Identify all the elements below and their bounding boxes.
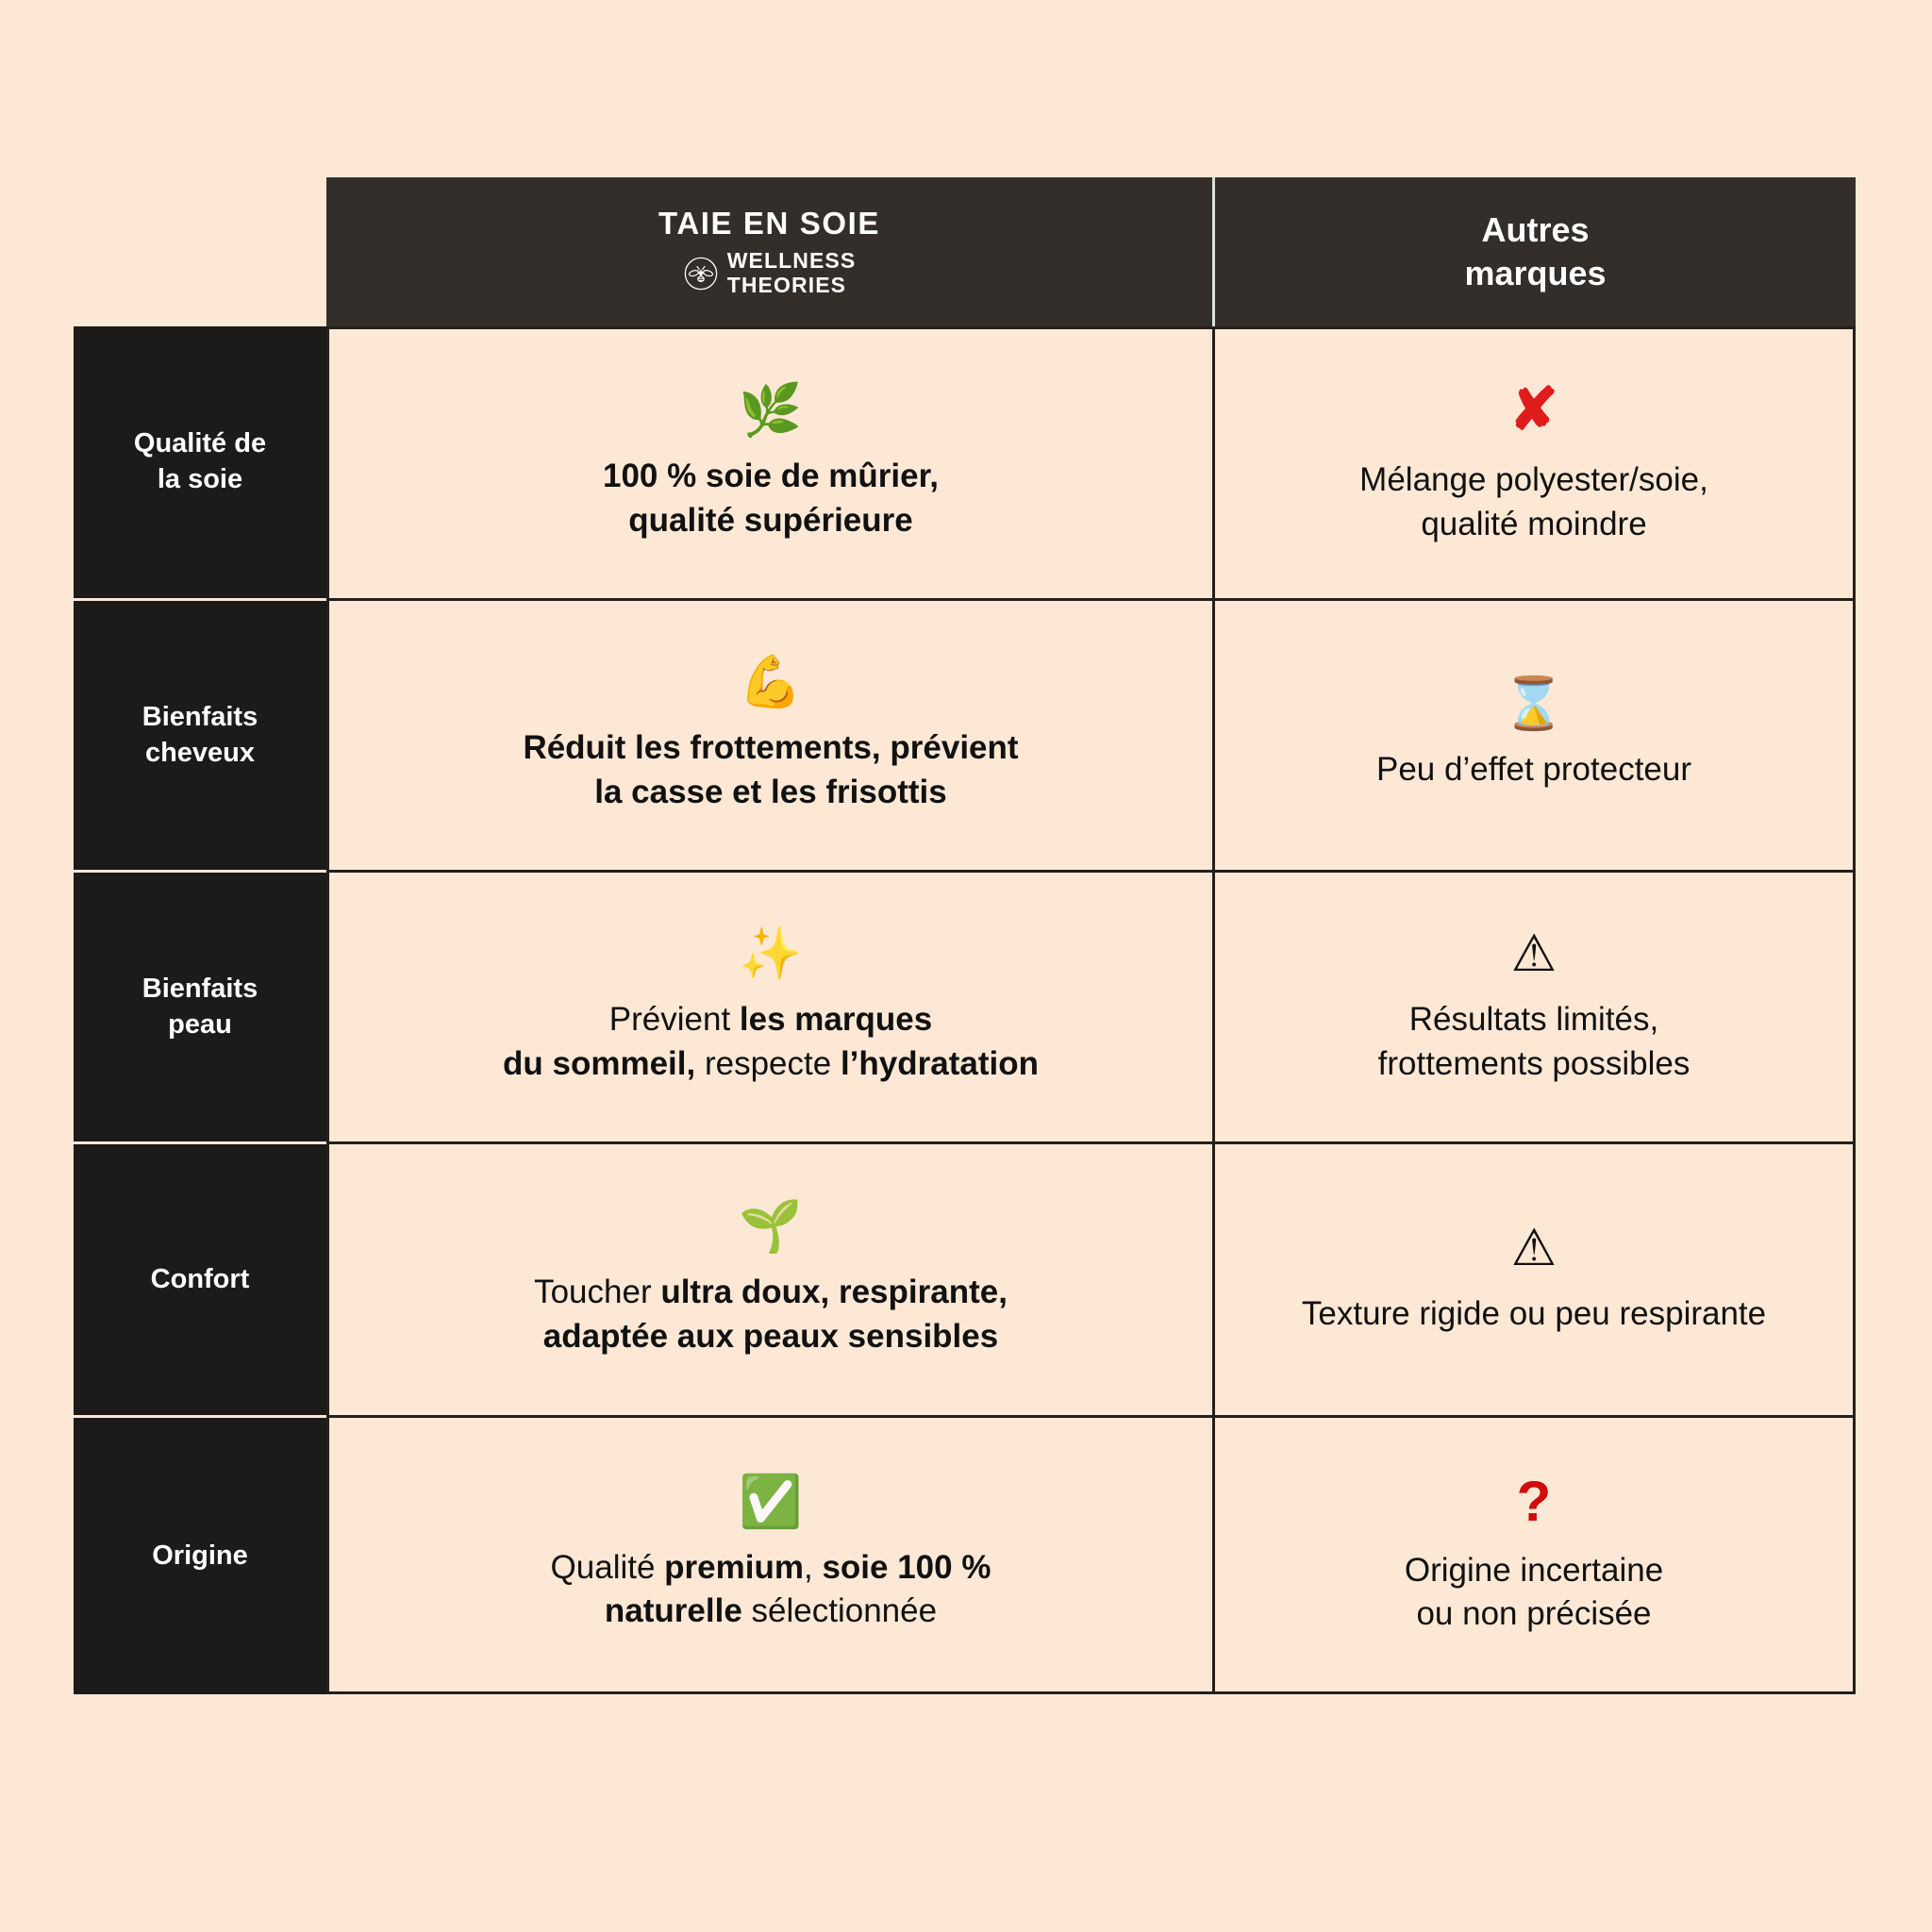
sparkles-emoji: ✨ bbox=[739, 925, 803, 983]
header-others-title: Autres marques bbox=[1464, 208, 1606, 295]
herb-leaf-emoji: 🌿 bbox=[739, 382, 803, 440]
row-label-origine: Origine bbox=[74, 1415, 326, 1694]
cell-others-text: Texture rigide ou peu respirante bbox=[1301, 1295, 1767, 1333]
comparison-table: TAIE EN SOIE WELLNESS THEORIES bbox=[74, 177, 1856, 1694]
cell-others-bienfaits-peau: ⚠ Résultats limités,frottements possible… bbox=[1215, 870, 1856, 1141]
warning-triangle-emoji: ⚠ bbox=[1510, 1220, 1557, 1277]
red-cross-mark-icon: ✘ bbox=[1509, 377, 1558, 443]
header-others-line-2: marques bbox=[1464, 254, 1607, 292]
green-check-mark-emoji: ✅ bbox=[739, 1473, 803, 1530]
cell-others-text: Résultats limités,frottements possibles bbox=[1377, 1001, 1690, 1082]
cell-ours-qualite-de-la-soie: 🌿 100 % soie de mûrier,qualité supérieur… bbox=[326, 326, 1215, 598]
row-label-confort: Confort bbox=[74, 1141, 326, 1415]
header-ours-brand: WELLNESS THEORIES bbox=[683, 247, 857, 298]
cell-others-bienfaits-cheveux: ⌛ Peu d’effet protecteur bbox=[1215, 598, 1856, 870]
header-ours-brand-text: WELLNESS THEORIES bbox=[726, 247, 857, 298]
cell-ours-confort: 🌱 Toucher ultra doux, respirante,adaptée… bbox=[326, 1141, 1215, 1415]
cell-others-qualite-de-la-soie: ✘ Mélange polyester/soie,qualité moindre bbox=[1215, 326, 1856, 598]
row-label-text: Confort bbox=[150, 1263, 250, 1294]
cell-ours-text: 100 % soie de mûrier,qualité supérieure bbox=[602, 458, 939, 539]
cell-others-text: Mélange polyester/soie,qualité moindre bbox=[1359, 461, 1708, 542]
cell-ours-text: Qualité premium, soie 100 %naturelle sél… bbox=[550, 1548, 991, 1629]
header-corner-spacer bbox=[74, 177, 326, 326]
warning-triangle-emoji: ⚠ bbox=[1510, 925, 1557, 983]
cell-ours-origine: ✅ Qualité premium, soie 100 %naturelle s… bbox=[326, 1415, 1215, 1694]
row-label-text: Origine bbox=[152, 1540, 248, 1571]
red-question-mark-icon: ? bbox=[1516, 1469, 1552, 1533]
flexed-biceps-emoji: 💪 bbox=[739, 654, 803, 711]
header-brand-line-1: WELLNESS bbox=[726, 247, 857, 273]
bee-logo-icon bbox=[684, 257, 717, 290]
cell-ours-text: Toucher ultra doux, respirante,adaptée a… bbox=[534, 1274, 1008, 1355]
header-column-others: Autres marques bbox=[1215, 177, 1856, 326]
seedling-emoji: 🌱 bbox=[739, 1198, 803, 1256]
hourglass-emoji: ⌛ bbox=[1502, 675, 1566, 733]
cell-others-confort: ⚠ Texture rigide ou peu respirante bbox=[1215, 1141, 1856, 1415]
header-others-line-1: Autres bbox=[1481, 209, 1590, 249]
cell-others-text: Peu d’effet protecteur bbox=[1375, 751, 1692, 789]
header-column-ours: TAIE EN SOIE WELLNESS THEORIES bbox=[326, 177, 1215, 326]
header-ours-title: TAIE EN SOIE bbox=[658, 205, 880, 241]
header-brand-line-2: THEORIES bbox=[726, 272, 847, 297]
